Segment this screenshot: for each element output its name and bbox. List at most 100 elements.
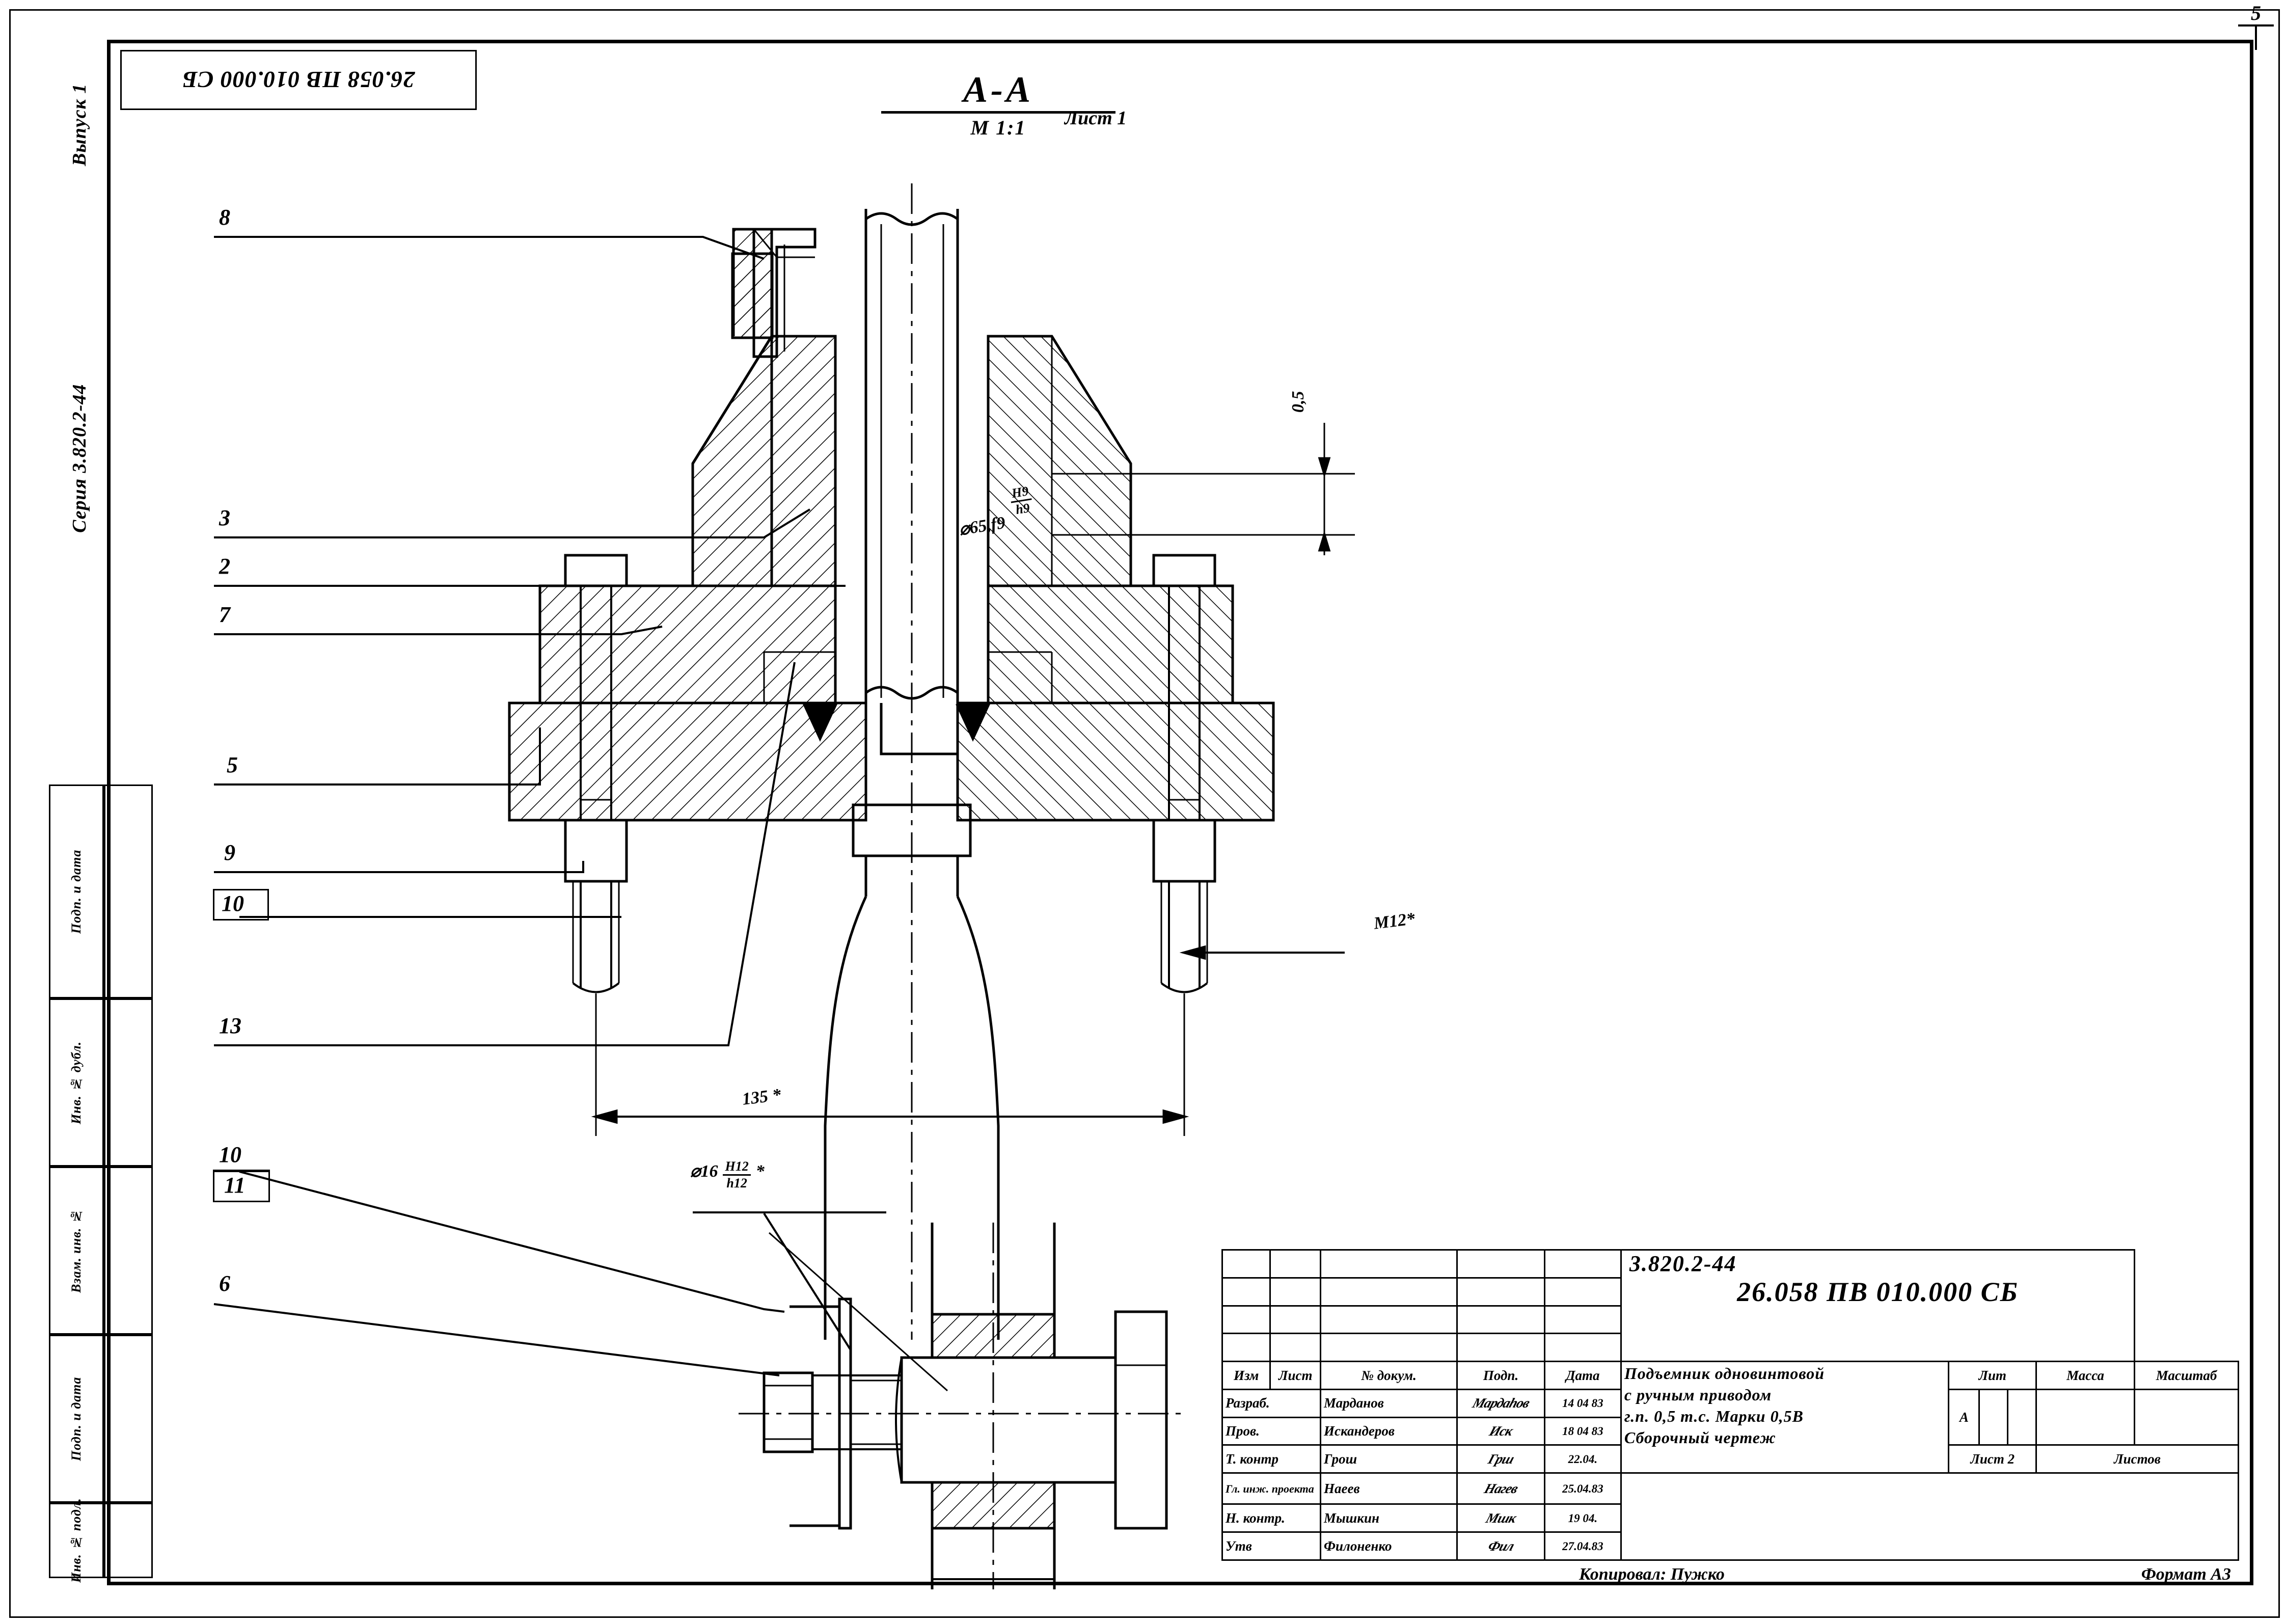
callout-6: 6	[219, 1271, 230, 1296]
sheet-inner-frame	[107, 40, 2253, 1585]
bolt-fit-bottom: h12	[726, 1176, 747, 1190]
issue-text: Выпуск 1	[69, 83, 90, 167]
callout-10: 10	[222, 891, 244, 916]
callout-5: 5	[227, 752, 238, 777]
designation-spacer	[2135, 1334, 2239, 1362]
date-tkontr: 22.04.	[1543, 1444, 1622, 1474]
section-title-rule	[881, 111, 1115, 114]
margin-col-blank-3	[104, 1167, 153, 1335]
margin-col-label: Подп. и дата	[69, 1376, 84, 1461]
designation-spacer	[2135, 1306, 2239, 1334]
rev-cell[interactable]	[1456, 1333, 1545, 1363]
rev-cell[interactable]	[1269, 1277, 1322, 1307]
copied-by-label: Копировал: Пужко	[1579, 1565, 1725, 1584]
lit-value-3[interactable]	[2007, 1388, 2037, 1446]
callout-7: 7	[219, 602, 230, 627]
masshtab-value[interactable]	[2134, 1388, 2239, 1446]
page-number-rule	[2238, 24, 2274, 26]
bolt-fit-top: Н12	[723, 1159, 751, 1176]
header-podp: Подп.	[1456, 1361, 1545, 1390]
designation-spacer	[2135, 1250, 2239, 1278]
product-name-cell: Подъемник одновинтовой с ручным приводом…	[1620, 1361, 1950, 1474]
product-name-line-2: с ручным приводом	[1624, 1386, 1772, 1404]
bolt-fit-leader	[693, 1211, 886, 1351]
margin-col-blank-2	[104, 998, 153, 1167]
rev-cell[interactable]	[1320, 1333, 1458, 1363]
margin-col-label: Инв. № дубл.	[69, 1041, 84, 1124]
header-data: Дата	[1543, 1361, 1622, 1390]
callout-11: 11	[224, 1173, 246, 1198]
rev-cell[interactable]	[1320, 1277, 1458, 1307]
rev-cell[interactable]	[1543, 1277, 1622, 1307]
sign-razrab[interactable]: Мардаһов	[1452, 1389, 1549, 1418]
callout-8: 8	[219, 205, 230, 230]
scale-label: М 1:1	[970, 116, 1026, 139]
product-name-line-3: г.п. 0,5 т.с. Марки 0,5В	[1624, 1407, 1804, 1426]
role-razrab: Разраб.	[1221, 1388, 1322, 1418]
rev-cell[interactable]	[1269, 1249, 1322, 1279]
rev-cell[interactable]	[1221, 1277, 1271, 1307]
sheet-outer-frame	[9, 9, 2280, 1618]
name-prov: Искандеров	[1320, 1416, 1458, 1446]
rev-cell[interactable]	[1320, 1305, 1458, 1335]
series-text: Серия 3.820.2-44	[69, 384, 90, 533]
rev-cell[interactable]	[1221, 1249, 1271, 1279]
lit-value-2[interactable]	[1978, 1388, 2009, 1446]
dimension-gap-05: 0,5	[1289, 391, 1308, 413]
rev-cell[interactable]	[1456, 1305, 1545, 1335]
section-label: А-А	[963, 69, 1034, 110]
sheet-label: Лист 1	[1065, 107, 1127, 129]
organisation-cell	[1620, 1472, 2240, 1561]
designation-cell: 3.820.2-44 26.058 ПВ 010.000 СБ	[1620, 1249, 2136, 1363]
margin-col-blank-4	[104, 1335, 153, 1503]
page-number: 5	[2238, 3, 2274, 50]
name-razrab: Марданов	[1320, 1388, 1458, 1418]
rev-cell[interactable]	[1269, 1333, 1322, 1363]
issue-label: Выпуск 1	[49, 41, 110, 209]
rev-cell[interactable]	[1269, 1305, 1322, 1335]
role-utv: Утв	[1221, 1531, 1322, 1561]
designation-spacer	[2135, 1278, 2239, 1306]
sign-utv[interactable]: Фил	[1452, 1532, 1549, 1560]
margin-col-podp-data-1: Подп. и дата	[49, 784, 104, 998]
bolt-diameter-value: ⌀16	[690, 1162, 718, 1181]
margin-col-blank-1	[104, 784, 153, 998]
date-prov: 18 04 83	[1543, 1416, 1622, 1446]
rev-cell[interactable]	[1221, 1305, 1271, 1335]
series-label: Серия 3.820.2-44	[49, 214, 110, 703]
header-masshtab: Масштаб	[2134, 1361, 2239, 1390]
page-number-stem	[2255, 26, 2257, 50]
margin-col-blank-5	[104, 1503, 153, 1578]
margin-col-podp-data-2: Подп. и дата	[49, 1335, 104, 1503]
rev-cell[interactable]	[1221, 1333, 1271, 1363]
product-name-line-1: Подъемник одновинтовой	[1624, 1364, 1825, 1383]
callout-10-box	[213, 889, 269, 921]
rev-cell[interactable]	[1543, 1249, 1622, 1279]
header-massa: Масса	[2035, 1361, 2136, 1390]
margin-col-inv-podl: Инв. № подл.	[49, 1498, 104, 1583]
title-block: 3.820.2-44 26.058 ПВ 010.000 СБ	[1221, 1249, 2240, 1561]
sign-prov[interactable]: Иск	[1452, 1417, 1549, 1445]
sign-tkontr[interactable]: Грш	[1452, 1445, 1549, 1473]
callout-10b: 10	[219, 1142, 241, 1167]
massa-value[interactable]	[2035, 1388, 2136, 1446]
section-title: А-А М 1:1	[866, 71, 1131, 140]
date-razrab: 14 04 83	[1543, 1388, 1622, 1418]
date-utv: 27.04.83	[1543, 1531, 1622, 1561]
rev-cell[interactable]	[1456, 1277, 1545, 1307]
rev-cell[interactable]	[1543, 1333, 1622, 1363]
margin-col-vzam-inv: Взам. инв. №	[49, 1167, 104, 1335]
rev-cell[interactable]	[1456, 1249, 1545, 1279]
pin-bolt-detail-drawing	[739, 1223, 1187, 1589]
sign-glinzh[interactable]: Нагев	[1452, 1473, 1550, 1504]
rev-cell[interactable]	[1543, 1305, 1622, 1335]
margin-col-label: Инв. № подл.	[69, 1498, 84, 1583]
callout-13: 13	[219, 1013, 241, 1038]
lit-value[interactable]: А	[1948, 1388, 1980, 1446]
page-number-value: 5	[2251, 2, 2261, 24]
sign-nkontr[interactable]: Мшк	[1452, 1504, 1549, 1532]
rev-cell[interactable]	[1320, 1249, 1458, 1279]
role-tkontr: Т. контр	[1221, 1444, 1322, 1474]
margin-col-inv-dubl: Инв. № дубл.	[49, 998, 104, 1167]
format-label: Формат А3	[2141, 1565, 2231, 1584]
